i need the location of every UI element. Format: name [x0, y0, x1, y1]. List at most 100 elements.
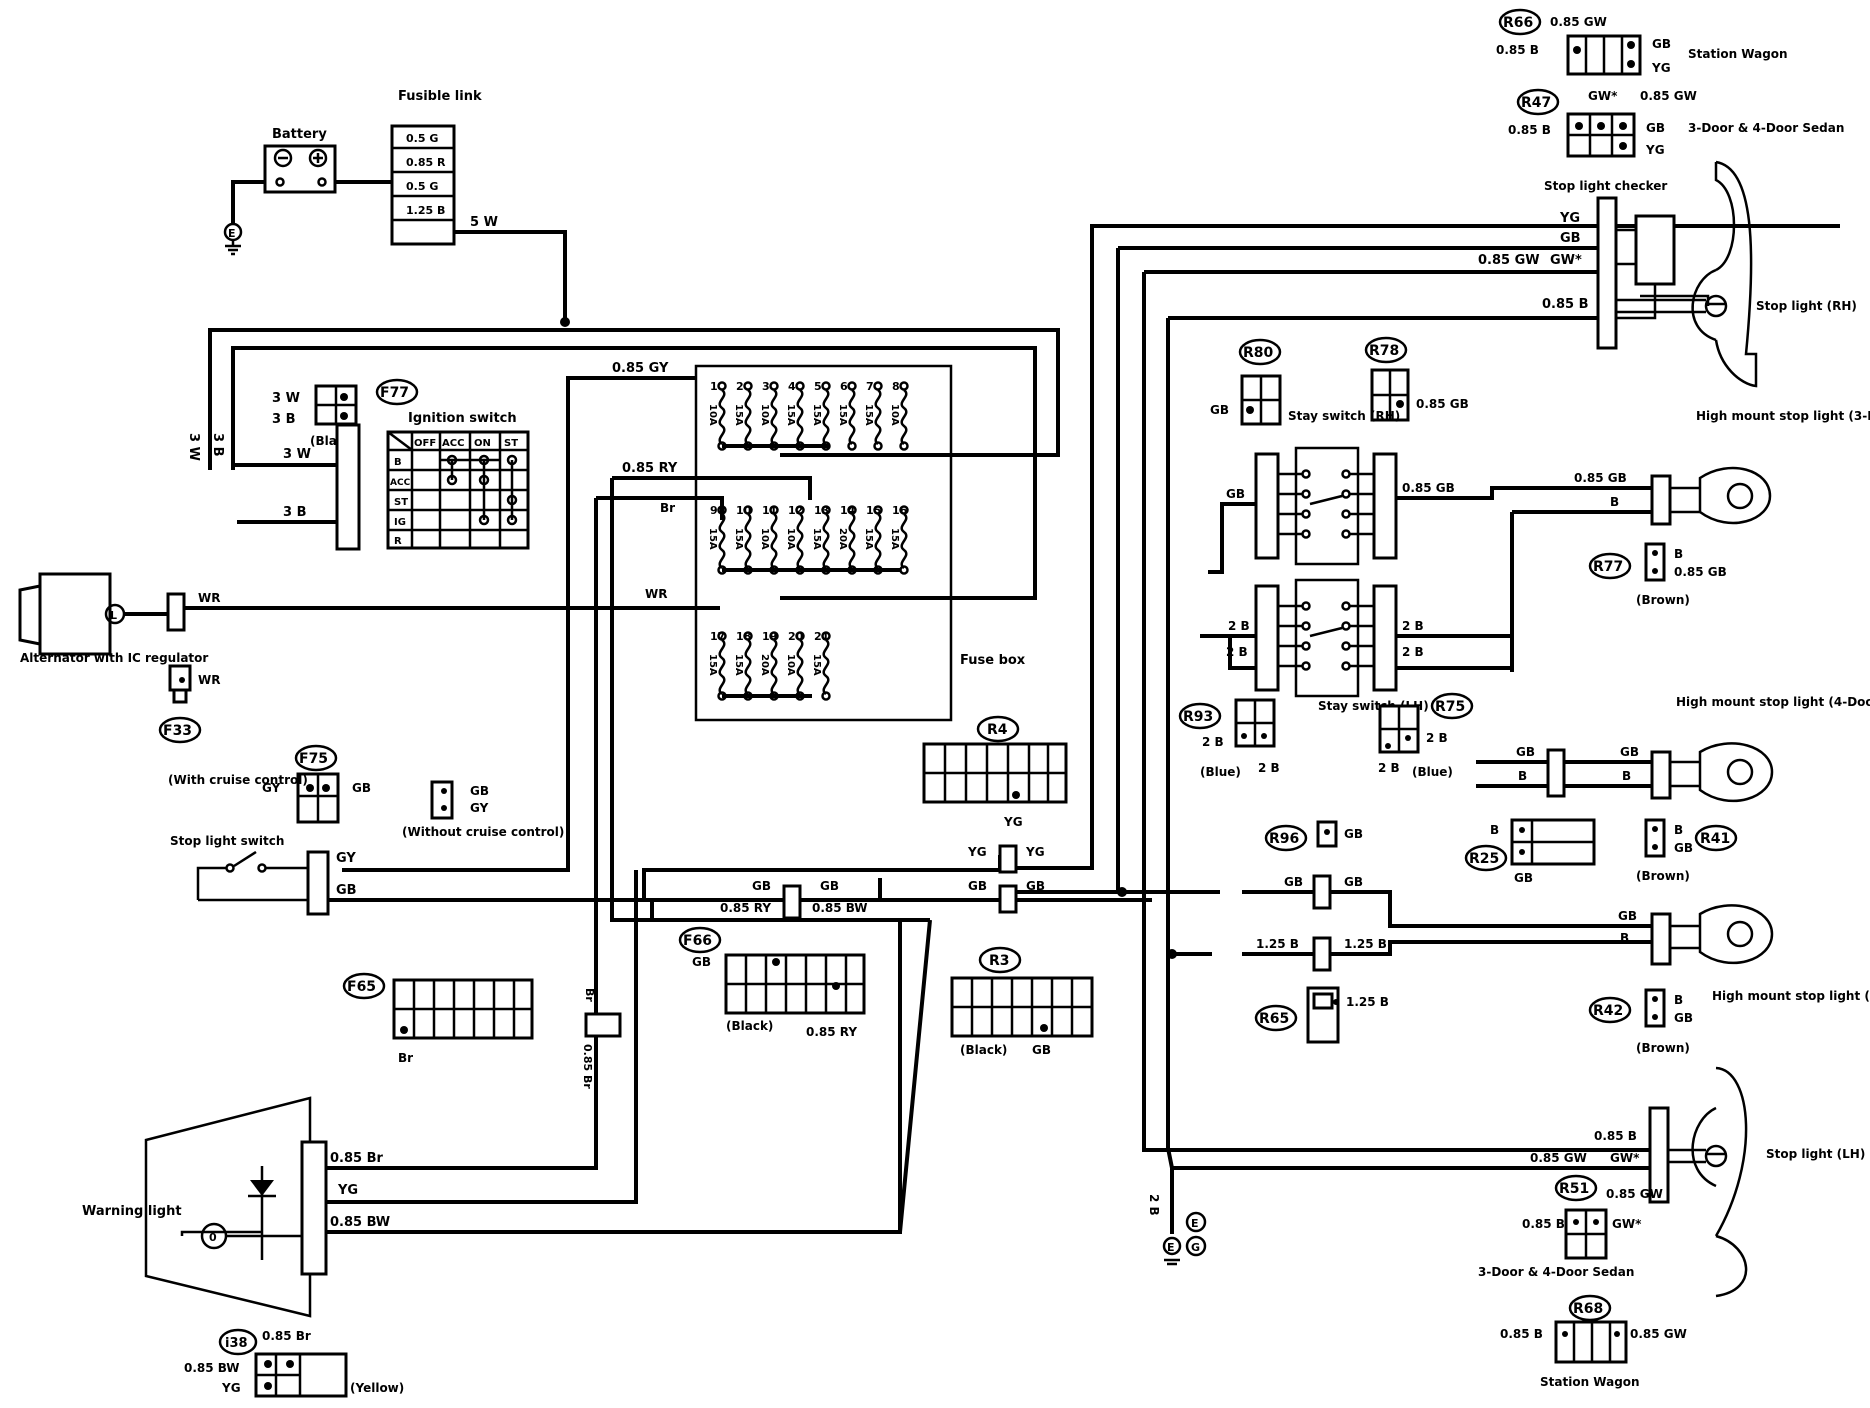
fuse-terminal — [821, 691, 831, 701]
svg-text:Br: Br — [398, 1051, 413, 1065]
svg-text:0.85 BW: 0.85 BW — [812, 901, 868, 915]
fuse-terminal — [847, 441, 857, 451]
connector-f75: F75 GY GB (With cruise control) — [168, 744, 371, 824]
stop-light-rh: Stop light (RH) — [1691, 160, 1857, 388]
stop-light-lh: Stop light (LH) — [1691, 1066, 1865, 1298]
svg-text:R42: R42 — [1593, 1003, 1623, 1019]
fuse-terminal — [795, 505, 805, 515]
fuse-terminal — [743, 505, 753, 515]
svg-text:R25: R25 — [1469, 851, 1499, 867]
svg-text:GB: GB — [1032, 1043, 1051, 1057]
svg-text:ACC: ACC — [390, 478, 411, 488]
fuse-rating: 15A — [863, 528, 874, 550]
fuse-terminal — [769, 631, 779, 641]
svg-text:0.85 RY: 0.85 RY — [720, 901, 771, 915]
fuse-rating: 10A — [785, 528, 796, 550]
svg-text:ST: ST — [504, 438, 518, 449]
fuse-terminal — [743, 381, 753, 391]
fuse-rating: 15A — [785, 404, 796, 426]
svg-text:0.85 B: 0.85 B — [1594, 1129, 1637, 1143]
svg-text:GB: GB — [820, 879, 839, 893]
svg-text:3 W: 3 W — [272, 391, 300, 406]
svg-text:1.25 B: 1.25 B — [1344, 937, 1387, 951]
battery-label: Battery — [272, 127, 327, 142]
fuse-terminal — [821, 631, 831, 641]
svg-text:GB: GB — [352, 781, 371, 795]
svg-text:GY: GY — [336, 851, 356, 866]
connector-r3: R3 (Black) GB — [950, 946, 1094, 1057]
fuse-rating: 15A — [811, 528, 822, 550]
svg-text:i38: i38 — [225, 1336, 248, 1351]
fuse-element — [744, 639, 752, 695]
svg-text:1.25 B: 1.25 B — [1256, 937, 1299, 951]
svg-text:GB: GB — [336, 883, 357, 898]
svg-text:0.85 GW: 0.85 GW — [1478, 253, 1540, 268]
svg-text:2 B: 2 B — [1402, 645, 1424, 659]
connector-f66: F66 GB (Black) 0.85 RY — [678, 926, 866, 1039]
svg-text:R93: R93 — [1183, 709, 1213, 725]
svg-text:0.85 GB: 0.85 GB — [1402, 481, 1455, 495]
svg-text:YG: YG — [1003, 815, 1023, 829]
alternator: L Alternator with IC regulator — [18, 572, 208, 665]
connector-r42: R42 B GB (Brown) — [1588, 988, 1693, 1055]
svg-text:0.85 GW: 0.85 GW — [1630, 1327, 1687, 1341]
fuse-box-label: Fuse box — [960, 653, 1026, 668]
svg-text:GB: GB — [1646, 121, 1665, 135]
connector-r51: R51 0.85 GW 0.85 B GW* 3-Door & 4-Door S… — [1478, 1174, 1663, 1279]
svg-text:0: 0 — [209, 1231, 217, 1244]
svg-text:E: E — [1167, 1241, 1175, 1254]
svg-text:B: B — [1622, 769, 1631, 783]
svg-text:R4: R4 — [987, 722, 1008, 738]
svg-text:GW*: GW* — [1612, 1217, 1642, 1231]
fuse-element — [822, 513, 830, 569]
svg-text:(Blue): (Blue) — [1200, 765, 1241, 779]
fuse-rating: 20A — [837, 528, 848, 550]
fuse-rating: 10A — [759, 404, 770, 426]
svg-text:1.25 B: 1.25 B — [1346, 995, 1389, 1009]
svg-text:R3: R3 — [989, 953, 1010, 969]
svg-text:YG: YG — [1651, 61, 1671, 75]
stop-light-rh-label: Stop light (RH) — [1756, 299, 1857, 313]
svg-text:GB: GB — [1344, 875, 1363, 889]
svg-text:F33: F33 — [163, 723, 192, 739]
fusible-link-label: Fusible link — [398, 89, 482, 104]
fuse-element — [718, 639, 726, 695]
svg-text:0.85 GW: 0.85 GW — [1550, 15, 1607, 29]
fuse-element — [796, 389, 804, 445]
fuse-terminal — [795, 631, 805, 641]
svg-text:GY: GY — [262, 781, 281, 795]
fuse-element — [900, 513, 908, 569]
stop-light-lh-label: Stop light (LH) — [1766, 1147, 1865, 1161]
fuse-terminal — [873, 505, 883, 515]
svg-text:F75: F75 — [299, 751, 328, 767]
svg-text:2 B: 2 B — [1258, 761, 1280, 775]
svg-text:(Black): (Black) — [726, 1019, 773, 1033]
fuse-rating: 20A — [759, 654, 770, 676]
svg-text:2 B: 2 B — [1378, 761, 1400, 775]
fuse-terminal — [873, 381, 883, 391]
svg-text:0.85 B: 0.85 B — [1542, 297, 1589, 312]
fuse-terminal — [769, 505, 779, 515]
with-cruise-label: (With cruise control) — [168, 773, 308, 787]
fuse-box: Fuse box — [694, 364, 1026, 722]
svg-text:R51: R51 — [1559, 1181, 1589, 1197]
fuse-rating: 15A — [863, 404, 874, 426]
fuse-number: 4 — [788, 380, 796, 393]
fuse-number: 5 — [814, 380, 822, 393]
svg-text:R80: R80 — [1243, 345, 1274, 361]
svg-text:GB: GB — [692, 955, 711, 969]
svg-text:B: B — [1620, 931, 1629, 945]
connector-i38: i38 0.85 Br 0.85 BW YG (Yellow) — [184, 1328, 404, 1398]
svg-text:0.85 Br: 0.85 Br — [581, 1044, 594, 1089]
svg-text:(Black): (Black) — [960, 1043, 1007, 1057]
connector-r65: 1.25 B R65 — [1254, 986, 1389, 1044]
fusible-link: Fusible link 0.5 G 0.85 R 0.5 G 1.25 B — [390, 89, 482, 246]
connector-r80: R80 GB — [1210, 338, 1282, 426]
svg-text:Station Wagon: Station Wagon — [1540, 1375, 1640, 1389]
svg-text:F66: F66 — [683, 933, 712, 949]
connector-r78: R78 0.85 GB — [1364, 336, 1469, 422]
svg-text:E: E — [1191, 1217, 1199, 1230]
svg-text:GW*: GW* — [1588, 89, 1618, 103]
connector-f33: WR F33 — [158, 664, 220, 744]
svg-text:Br: Br — [660, 501, 675, 515]
